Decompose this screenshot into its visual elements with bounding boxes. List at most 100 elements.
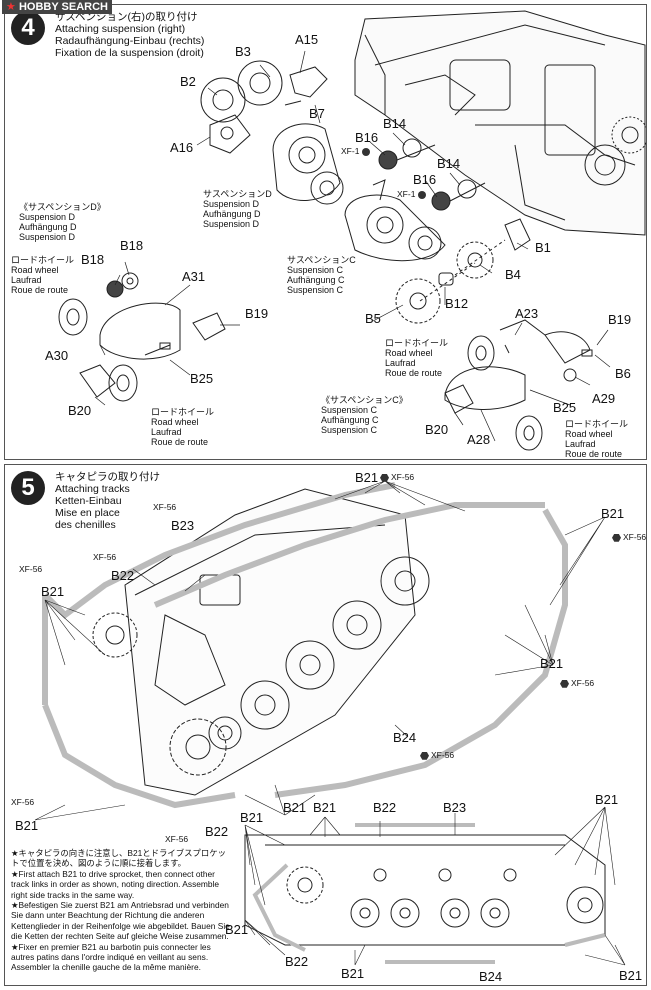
- caption-suspension-d-top: サスペンションD Suspension D Aufhängung D Suspe…: [203, 189, 272, 229]
- caption-line: Aufhängung D: [203, 209, 261, 219]
- paint-xf56-bottom-left: XF-56: [11, 798, 34, 807]
- caption-line: Roue de route: [385, 368, 443, 378]
- caption-line: Road wheel: [565, 429, 613, 439]
- caption-line: Suspension C: [287, 265, 344, 275]
- part-label-b22-bottom: B22: [205, 824, 229, 839]
- caption-line: ロードホイール: [151, 407, 215, 417]
- caption-line: Suspension D: [203, 219, 260, 229]
- caption-line: Aufhängung D: [19, 222, 77, 232]
- caption-road-wheel-left-bottom: ロードホイール Road wheel Laufrad Roue de route: [151, 407, 214, 447]
- part-label-b21-detail-top: B21: [313, 800, 337, 815]
- caption-line: 《サスペンションD》: [19, 202, 106, 212]
- part-label-b21-top: B21: [355, 470, 379, 485]
- part-label-b3: B3: [235, 44, 251, 59]
- part-label-b21-bottom-left: B21: [15, 818, 39, 833]
- part-label-b21-right-mid: B21: [540, 656, 564, 671]
- caption-line: Suspension C: [287, 285, 344, 295]
- caption-line: ロードホイール: [385, 338, 449, 348]
- note-de: ★Befestigen Sie zuerst B21 am Antriebsra…: [11, 900, 230, 942]
- step-title-fr-2: des chenilles: [55, 519, 116, 531]
- part-label-b2: B2: [180, 74, 196, 89]
- part-label-b23-detail: B23: [443, 800, 467, 815]
- paint-code: XF-56: [623, 532, 647, 542]
- step-title-fr: Fixation de la suspension (droit): [55, 47, 204, 59]
- paint-xf56-left: XF-56: [19, 565, 42, 574]
- part-label-b24: B24: [393, 730, 417, 745]
- paint-code: XF-56: [19, 564, 43, 574]
- part-label-b6: B6: [615, 366, 631, 381]
- paint-dot-icon: [361, 147, 370, 156]
- paint-hex-icon: [612, 533, 621, 542]
- note-jp: ★キャタピラの向きに注意し、B21とドライブスプロケットで位置を決め、図のように…: [11, 848, 227, 869]
- step-title-fr: Mise en place: [55, 507, 120, 519]
- step-title-de: Ketten-Einbau: [55, 495, 122, 507]
- step-4-panel: 4 サスペンション(右)の取り付け Attaching suspension (…: [4, 4, 647, 460]
- step-title-en: Attaching tracks: [55, 483, 130, 495]
- caption-line: ロードホイール: [11, 255, 75, 265]
- caption-suspension-d-side: 《サスペンションD》 Suspension D Aufhängung D Sus…: [19, 202, 106, 242]
- part-label-a23: A23: [515, 306, 539, 321]
- caption-line: Suspension D: [19, 232, 76, 242]
- caption-line: Laufrad: [151, 427, 182, 437]
- paint-code: XF-1: [397, 189, 416, 199]
- caption-line: サスペンションD: [203, 189, 272, 199]
- part-label-b25-left: B25: [190, 371, 214, 386]
- part-label-b21-detail-left-mid: B21: [225, 922, 249, 937]
- part-label-b22: B22: [111, 568, 135, 583]
- step-number: 5: [11, 471, 45, 505]
- assembly-notes: ★キャタピラの向きに注意し、B21とドライブスプロケットで位置を決め、図のように…: [11, 848, 231, 973]
- paint-hex-icon: [560, 679, 569, 688]
- step-title: サスペンション(右)の取り付け Attaching suspension (ri…: [55, 11, 204, 59]
- paint-dot-icon: [417, 190, 426, 199]
- part-label-b21-detail-bottom: B21: [341, 966, 365, 981]
- part-label-b25-right: B25: [553, 400, 577, 415]
- caption-line: Roue de route: [565, 449, 623, 459]
- caption-line: Suspension D: [19, 212, 76, 222]
- caption-line: Laufrad: [11, 275, 42, 285]
- part-label-b24-detail: B24: [479, 969, 503, 984]
- suspension-illustration: [58, 10, 646, 451]
- step-number: 4: [11, 11, 45, 45]
- caption-road-wheel-left-top: ロードホイール Road wheel Laufrad Roue de route: [11, 255, 74, 295]
- paint-code: XF-56: [153, 502, 177, 512]
- caption-line: Road wheel: [11, 265, 59, 275]
- caption-line: Roue de route: [11, 285, 69, 295]
- caption-line: Laufrad: [385, 358, 416, 368]
- caption-line: ロードホイール: [565, 419, 629, 429]
- paint-code: XF-56: [391, 472, 415, 482]
- part-label-a30: A30: [45, 348, 69, 363]
- step-title: キャタピラの取り付け Attaching tracks Ketten-Einba…: [55, 471, 160, 531]
- part-label-b23: B23: [171, 518, 195, 533]
- part-label-a16: A16: [170, 140, 194, 155]
- part-label-a28: A28: [467, 432, 491, 447]
- paint-code: XF-56: [93, 552, 117, 562]
- part-label-b18-upper: B18: [120, 238, 144, 253]
- paint-code: XF-56: [165, 834, 189, 844]
- part-label-b12: B12: [445, 296, 469, 311]
- caption-line: Suspension C: [321, 425, 378, 435]
- caption-line: Suspension D: [203, 199, 260, 209]
- note-fr: ★Fixer en premier B21 au barbotin puis c…: [11, 941, 211, 973]
- paint-hex-icon: [420, 751, 429, 760]
- part-label-b16-upper: B16: [355, 130, 379, 145]
- paint-code: XF-56: [571, 678, 595, 688]
- watermark-text: HOBBY SEARCH: [18, 1, 108, 13]
- part-label-b7: B7: [309, 106, 325, 121]
- paint-xf1-lower: XF-1: [397, 190, 428, 199]
- step-title-jp: キャタピラの取り付け: [55, 471, 160, 483]
- step-title-jp: サスペンション(右)の取り付け: [55, 11, 198, 23]
- part-label-b19-right: B19: [608, 312, 632, 327]
- part-label-b19-left: B19: [245, 306, 269, 321]
- part-label-b21-detail-left-top: B21: [240, 810, 264, 825]
- paint-xf56-b22-bottom: XF-56: [165, 835, 188, 844]
- paint-hex-icon: [380, 473, 389, 482]
- part-label-b20-left: B20: [68, 403, 92, 418]
- note-en: ★First attach B21 to drive sprocket, the…: [11, 868, 220, 900]
- caption-line: Laufrad: [565, 439, 596, 449]
- part-label-b20-right: B20: [425, 422, 449, 437]
- paint-xf56-top: XF-56: [380, 473, 414, 482]
- paint-code: XF-56: [11, 797, 35, 807]
- caption-suspension-c-side: 《サスペンションC》 Suspension C Aufhängung C Sus…: [321, 395, 408, 435]
- part-label-b22-detail-bottom: B22: [285, 954, 309, 969]
- part-label-b1: B1: [535, 240, 551, 255]
